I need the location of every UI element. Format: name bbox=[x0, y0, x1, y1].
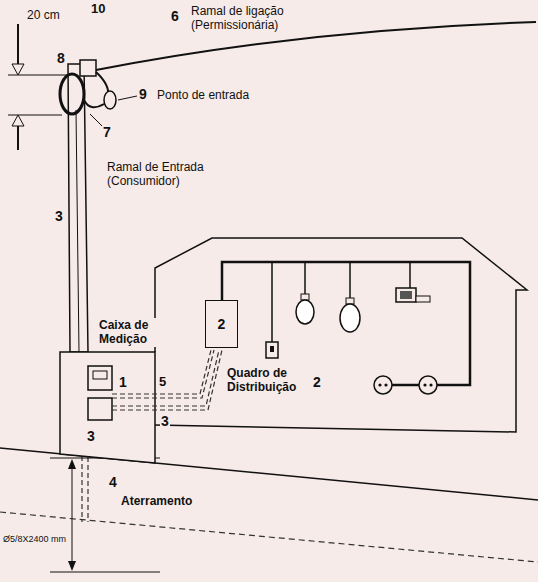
callout-number: 4 bbox=[108, 474, 118, 491]
drip-loop bbox=[60, 74, 84, 114]
label-text: Ponto de entrada bbox=[156, 88, 250, 102]
ground-rod bbox=[81, 456, 82, 522]
dimension-arrow bbox=[68, 561, 76, 571]
dimension-line bbox=[72, 466, 73, 564]
computer-symbol bbox=[416, 296, 430, 302]
circuit-wire bbox=[409, 262, 411, 290]
callout-number: 6 bbox=[170, 8, 180, 25]
lamp-socket bbox=[346, 298, 354, 304]
callout-number: 9 bbox=[138, 86, 148, 103]
outlet-symbol bbox=[374, 376, 392, 394]
ground-rod bbox=[87, 457, 88, 522]
lamp-symbol bbox=[296, 300, 314, 324]
meter bbox=[88, 366, 112, 390]
callout-number: 8 bbox=[56, 50, 66, 67]
label-text: Ramal de Entrada (Consumidor) bbox=[106, 160, 213, 189]
callout-number: 10 bbox=[90, 1, 106, 17]
callout-number: 2 bbox=[218, 316, 226, 332]
feeder-wire bbox=[112, 350, 211, 394]
insulator bbox=[104, 91, 116, 109]
conduit bbox=[76, 110, 79, 352]
house-outline bbox=[155, 238, 527, 432]
breaker bbox=[88, 398, 112, 420]
feeder-wire bbox=[112, 350, 214, 398]
computer-symbol bbox=[396, 288, 416, 302]
outlet-symbol bbox=[423, 383, 426, 386]
label-text: Aterramento bbox=[120, 494, 193, 508]
outlet-symbol bbox=[378, 383, 381, 386]
outlet-symbol bbox=[429, 383, 432, 386]
dimension-tick bbox=[50, 572, 160, 573]
conduit-wire bbox=[112, 350, 222, 410]
dimension-line bbox=[17, 124, 19, 150]
dimension-tick bbox=[8, 115, 62, 116]
label-text: Caixa de Medição bbox=[98, 318, 170, 347]
outlet-symbol bbox=[384, 383, 387, 386]
leader-line bbox=[118, 96, 137, 100]
dimension-arrow bbox=[12, 64, 24, 75]
entrance-cable bbox=[84, 100, 104, 107]
callout-number: 3 bbox=[160, 413, 170, 430]
callout-number: 2 bbox=[312, 374, 322, 391]
circuit-wire bbox=[304, 262, 306, 296]
dimension-arrow bbox=[68, 459, 76, 469]
callout-number: 5 bbox=[158, 374, 167, 390]
computer-symbol bbox=[400, 291, 412, 299]
circuit-wire bbox=[392, 384, 419, 387]
service-drop bbox=[96, 22, 536, 70]
meter-box bbox=[60, 352, 155, 463]
weatherhead bbox=[80, 60, 96, 76]
callout-number: 3 bbox=[86, 428, 96, 445]
label-text: 20 cm bbox=[26, 8, 61, 22]
circuit-wire bbox=[271, 262, 273, 342]
lamp-socket bbox=[301, 294, 309, 300]
underground-line bbox=[0, 512, 538, 562]
dimension-arrow bbox=[12, 115, 24, 126]
callout-number: 1 bbox=[118, 374, 128, 391]
lamp-symbol bbox=[340, 304, 360, 332]
label-text: Ø5/8X2400 mm bbox=[2, 534, 67, 545]
distribution-board: 2 bbox=[205, 300, 238, 348]
leader-line bbox=[90, 114, 102, 126]
pole bbox=[68, 64, 88, 352]
callout-number: 7 bbox=[102, 124, 112, 141]
meter-display bbox=[93, 371, 107, 379]
switch-symbol bbox=[270, 346, 274, 352]
callout-number: 3 bbox=[54, 208, 64, 225]
outlet-symbol bbox=[419, 376, 437, 394]
label-text: Ramal de ligação (Permissionária) bbox=[190, 4, 307, 33]
label-text: Quadro de Distribuição bbox=[226, 366, 313, 395]
circuit-wire bbox=[349, 262, 351, 300]
dimension-line bbox=[17, 24, 19, 66]
switch-symbol bbox=[266, 342, 278, 358]
conduit-wire bbox=[112, 350, 219, 406]
